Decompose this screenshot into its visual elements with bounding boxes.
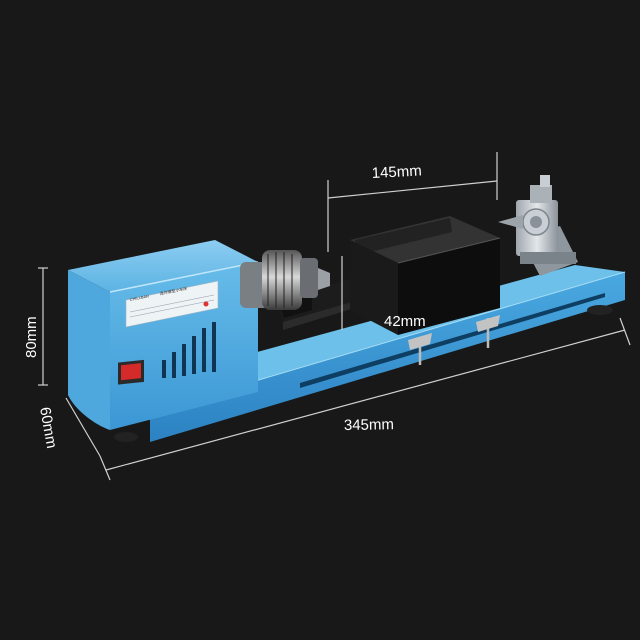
motor-housing: CHILLBAR 迷你微型小车床 <box>68 240 259 442</box>
label-title-text: 迷你微型小车床 <box>159 285 188 296</box>
drill-chuck-icon <box>240 250 330 310</box>
wing-screw-left <box>408 333 432 365</box>
dimension-label-145mm: 145mm <box>371 162 422 182</box>
tool-holder <box>350 216 501 365</box>
tailstock <box>498 175 578 276</box>
vent-slots <box>162 322 216 378</box>
wing-screw-right <box>476 315 500 348</box>
dimension-label-345mm: 345mm <box>344 416 394 434</box>
brand-text: CHILLBAR <box>129 293 149 302</box>
power-switch-icon[interactable] <box>118 359 144 385</box>
rubber-foot <box>587 305 613 315</box>
product-label-plate: CHILLBAR 迷你微型小车床 <box>125 280 219 328</box>
dimension-lines <box>38 152 631 481</box>
dimension-label-60mm: 60mm <box>36 406 60 450</box>
tailstock-center-icon <box>498 215 523 229</box>
rubber-foot <box>114 432 138 442</box>
dimension-label-42mm: 42mm <box>384 313 426 330</box>
dimension-label-80mm: 80mm <box>23 316 40 358</box>
